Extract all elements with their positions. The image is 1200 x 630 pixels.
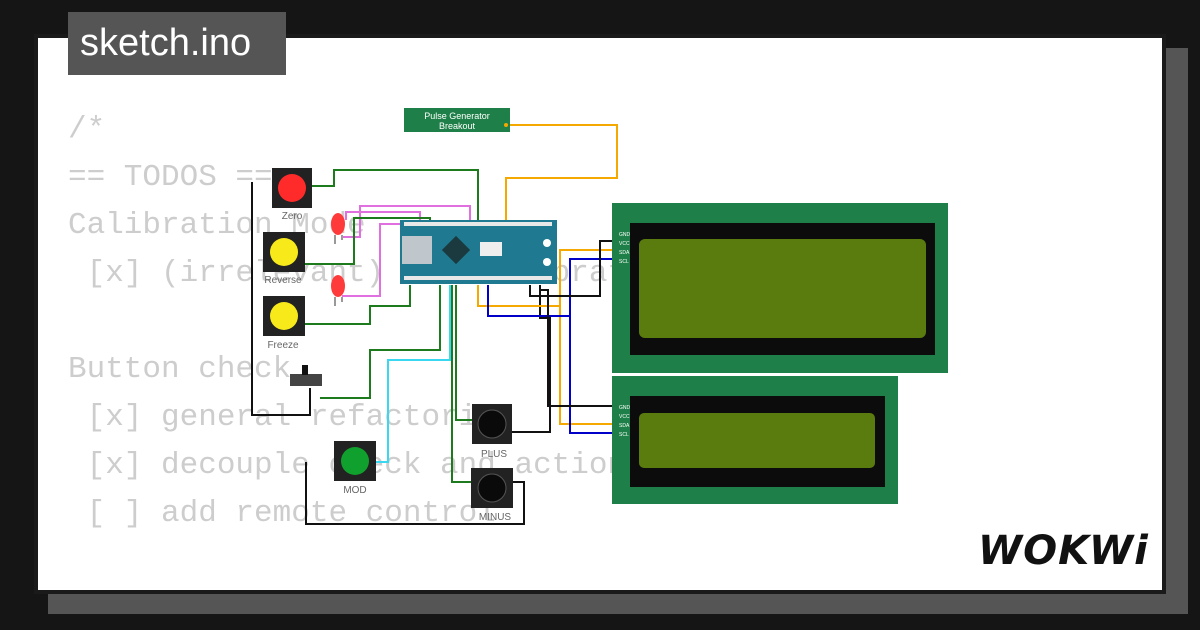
wire-gnd-lcd xyxy=(540,289,614,407)
switch-handle xyxy=(302,365,308,375)
wokwi-logo: WOKWi xyxy=(978,528,1149,574)
led-icon xyxy=(331,213,345,235)
mod-button[interactable]: MOD xyxy=(334,441,376,496)
lcd-screen xyxy=(639,413,875,468)
zero-button-label: Zero xyxy=(282,211,303,222)
plus-button-label: PLUS xyxy=(481,449,507,460)
wire-ground-bottom xyxy=(305,462,525,525)
wire-sda-2 xyxy=(559,306,614,425)
wire-ground-right xyxy=(512,285,551,433)
switch-body xyxy=(290,374,322,386)
pulse-generator-pin xyxy=(504,123,508,127)
mount-hole xyxy=(543,258,551,266)
usb-connector xyxy=(402,236,432,264)
button-cap xyxy=(278,174,306,202)
led-2[interactable] xyxy=(331,275,345,306)
pulse-generator-label-2: Breakout xyxy=(439,121,476,131)
button-cap xyxy=(270,302,298,330)
bottom-header xyxy=(404,276,552,280)
wire-pulse-signal xyxy=(505,124,618,222)
arduino-nano[interactable] xyxy=(400,220,557,284)
lcd-display-16x2[interactable]: GND VCC SDA SCL xyxy=(612,376,898,504)
lcd-pin-label: SCL xyxy=(619,259,629,265)
minus-button[interactable]: MINUS xyxy=(471,468,513,523)
pulse-generator-label-1: Pulse Generator xyxy=(424,111,490,121)
reset-button xyxy=(480,242,502,256)
button-cap xyxy=(477,409,507,439)
button-cap xyxy=(341,447,369,475)
lcd-pin-label: GND xyxy=(619,405,631,411)
code-line: Button check xyxy=(68,352,292,387)
sketch-title: sketch.ino xyxy=(68,12,286,75)
lcd-pin-label: SDA xyxy=(619,423,630,429)
lcd-pin-label: VCC xyxy=(619,414,630,420)
button-cap xyxy=(477,473,507,503)
pulse-generator-breakout[interactable]: Pulse Generator Breakout xyxy=(404,108,510,132)
pulse-generator-board xyxy=(404,108,510,132)
lcd-display-20x4[interactable]: GND VCC SDA SCL xyxy=(612,203,948,373)
wire-plus-button xyxy=(455,285,472,421)
lcd-pin-label: SCL xyxy=(619,432,629,438)
button-cap xyxy=(270,238,298,266)
mount-hole xyxy=(543,239,551,247)
wire-vcc xyxy=(529,240,614,297)
wire-minus-button xyxy=(451,285,472,483)
led-1[interactable] xyxy=(331,213,345,244)
wire-zero-button xyxy=(312,169,479,222)
project-card: /*== TODOS ==Calibration Mode [x] (irrel… xyxy=(34,34,1166,594)
top-header xyxy=(404,222,552,226)
minus-button-label: MINUS xyxy=(479,512,512,523)
wire-freeze-button xyxy=(305,285,411,325)
code-line: /* xyxy=(68,112,106,147)
code-line: == TODOS == xyxy=(68,160,273,195)
reverse-button-label: Reverse xyxy=(264,275,302,286)
wire-ground-left xyxy=(251,182,311,416)
lcd-pin-label: GND xyxy=(619,232,631,238)
lcd-pin-label: VCC xyxy=(619,241,630,247)
wire-mod-button xyxy=(376,285,451,463)
zero-button[interactable]: Zero xyxy=(272,168,312,222)
mod-button-label: MOD xyxy=(343,485,366,496)
wires xyxy=(251,124,618,525)
wire-reverse-button xyxy=(305,217,431,265)
freeze-button[interactable]: Freeze xyxy=(263,296,305,351)
slide-switch[interactable] xyxy=(290,365,322,386)
lcd-screen xyxy=(639,239,926,338)
wire-scl-2 xyxy=(569,316,614,434)
freeze-button-label: Freeze xyxy=(267,340,299,351)
wire-switch xyxy=(320,285,441,399)
led-icon xyxy=(331,275,345,297)
reverse-button[interactable]: Reverse xyxy=(263,232,305,286)
plus-button[interactable]: PLUS xyxy=(472,404,512,460)
lcd-pin-label: SDA xyxy=(619,250,630,256)
